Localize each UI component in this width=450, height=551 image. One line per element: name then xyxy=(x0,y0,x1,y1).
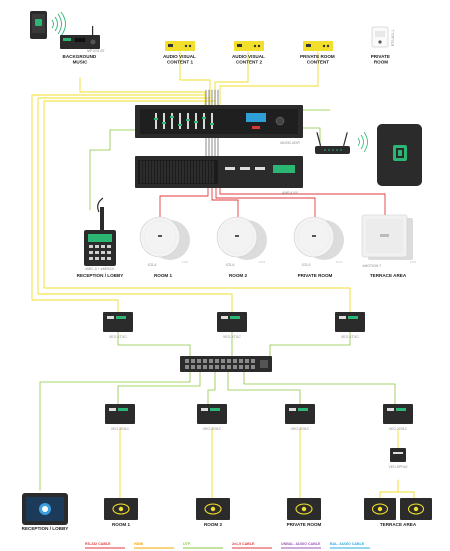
enc3-model: VEO-XTI1C xyxy=(341,335,359,339)
enc2-model: VEO-XTI1C xyxy=(223,335,241,339)
decoder-4: VEO-XRI1C xyxy=(383,404,413,431)
svg-text:• • •: • • • xyxy=(182,260,188,264)
display-terrace-a xyxy=(364,498,396,520)
background-music-line1: BACKGROUND xyxy=(63,54,97,59)
wall-plate-model: RTS-800-1 xyxy=(391,30,395,47)
background-music-line2: MUSIC xyxy=(73,60,88,65)
speaker-cables xyxy=(159,187,386,219)
dec2-model: VEO-XRI1C xyxy=(203,427,222,431)
av-content-2-source: AUDIO VISUAL CONTENT 2 xyxy=(232,41,266,65)
decoder-3: VEO-XRI1C xyxy=(285,404,315,431)
legend-item-6: BAL. AUDIO CABLE xyxy=(330,542,365,546)
media-player-2 xyxy=(234,41,264,51)
network-switch xyxy=(180,356,272,372)
hdmi-cables xyxy=(31,51,415,499)
spk1-model: ICS-6 xyxy=(148,263,157,267)
av-content-1-label: AUDIO VISUAL CONTENT 1 xyxy=(163,54,197,65)
display-room1: ROOM 1 xyxy=(104,498,138,527)
decoder-2: VEO-XRI1C xyxy=(197,404,227,431)
legend-item-3: UTP xyxy=(183,542,191,546)
audio-cables xyxy=(205,89,219,157)
cable-legend: RS-232 CABLE HDMI UTP 2x1,5 CABLE UNBAL. AUD… xyxy=(85,542,370,549)
amplifier-model: AMP-4100 xyxy=(282,191,298,195)
room1-speaker-label: ROOM 1 xyxy=(154,273,173,278)
cables xyxy=(31,51,415,499)
private-content-label: PRIVATE ROOM CONTENT xyxy=(300,54,336,65)
av-content-2-label: AUDIO VISUAL CONTENT 2 xyxy=(232,54,266,65)
reception-touch-display: RECEPTION / LOBBY xyxy=(22,493,69,531)
terrace-speaker: eMOTION-T • • • TERRACE AREA xyxy=(361,214,417,278)
encoder-3: VEO-XTI1C xyxy=(335,312,365,339)
terrace-model: eMOTION-T xyxy=(363,264,382,268)
room2-speaker-label: ROOM 2 xyxy=(229,273,248,278)
room1-display-label: ROOM 1 xyxy=(112,522,131,527)
reception-mic-label: RECEPTION / LOBBY xyxy=(77,273,124,278)
amplifier-unit: AMP-4100 xyxy=(135,156,303,195)
room2-display-label: ROOM 2 xyxy=(204,522,223,527)
svg-text:• • •: • • • xyxy=(259,260,265,264)
background-music-source: MP-K01-BT BACKGROUND MUSIC xyxy=(30,11,105,65)
private-speaker-label: PRIVATE ROOM xyxy=(298,273,333,278)
control-tablet xyxy=(377,124,422,186)
display-private: PRIVATE ROOM xyxy=(287,498,322,527)
phone-app-icon xyxy=(35,19,42,26)
media-player-3 xyxy=(303,41,333,51)
private-room-label: PRIVATE ROOM xyxy=(371,54,392,65)
av-content-1-source: AUDIO VISUAL CONTENT 1 xyxy=(163,41,197,65)
dec4-model: VEO-XRI1C xyxy=(389,427,408,431)
encoder-2: VEO-XTI1C xyxy=(217,312,247,339)
ceiling-speaker-private: ICS-6 • • • PRIVATE ROOM xyxy=(293,216,344,278)
enc1-model: VEO-XTI1C xyxy=(109,335,127,339)
reception-microphone: eMIC-S + eMPACK RECEPTION / LOBBY xyxy=(77,197,124,278)
ceiling-speaker-room1: ICS-6 • • • ROOM 1 xyxy=(139,216,190,278)
svg-text:• • •: • • • xyxy=(410,260,416,264)
background-music-label: BACKGROUND MUSIC xyxy=(63,54,98,65)
dec3-model: VEO-XRI1C xyxy=(291,427,310,431)
network-router xyxy=(315,131,368,154)
svg-text:• • •: • • • xyxy=(336,260,342,264)
mixer-unit: MUSIC-MXR xyxy=(135,105,303,145)
splitter-model: VEO-SPH42 xyxy=(388,465,407,469)
bg-player-model: MP-K01-BT xyxy=(87,49,105,53)
display-room2: ROOM 2 xyxy=(196,498,230,527)
reception-display-label: RECEPTION / LOBBY xyxy=(22,526,69,531)
wifi-signal-icon xyxy=(51,11,66,37)
private-content-source: PRIVATE ROOM CONTENT xyxy=(300,41,336,65)
legend-item-4: 2x1,5 CABLE xyxy=(232,542,255,546)
terrace-speaker-label: TERRACE AREA xyxy=(370,273,407,278)
legend-item-2: HDMI xyxy=(134,542,143,546)
legend-item-5: UNBAL. AUDIO CABLE xyxy=(281,542,321,546)
encoder-1: VEO-XTI1C xyxy=(103,312,133,339)
ceiling-speaker-room2: ICS-6 • • • ROOM 2 xyxy=(216,216,267,278)
display-terrace-b xyxy=(400,498,432,520)
hdmi-splitter: VEO-SPH42 xyxy=(388,448,408,469)
legend-item-1: RS-232 CABLE xyxy=(85,542,111,546)
media-player-1 xyxy=(165,41,195,51)
router-wifi-icon xyxy=(357,131,368,153)
spk3-model: ICS-6 xyxy=(302,263,311,267)
terrace-display-label: TERRACE AREA xyxy=(380,522,417,527)
mic-model: eMIC-S + eMPACK xyxy=(85,267,115,271)
decoder-1: VEO-XRI1C xyxy=(105,404,135,431)
dec1-model: VEO-XRI1C xyxy=(111,427,130,431)
mixer-model: MUSIC-MXR xyxy=(280,141,300,145)
spk2-model: ICS-6 xyxy=(226,263,235,267)
private-display-label: PRIVATE ROOM xyxy=(287,522,322,527)
private-room-wallplate: RTS-800-1 PRIVATE ROOM xyxy=(371,26,395,65)
